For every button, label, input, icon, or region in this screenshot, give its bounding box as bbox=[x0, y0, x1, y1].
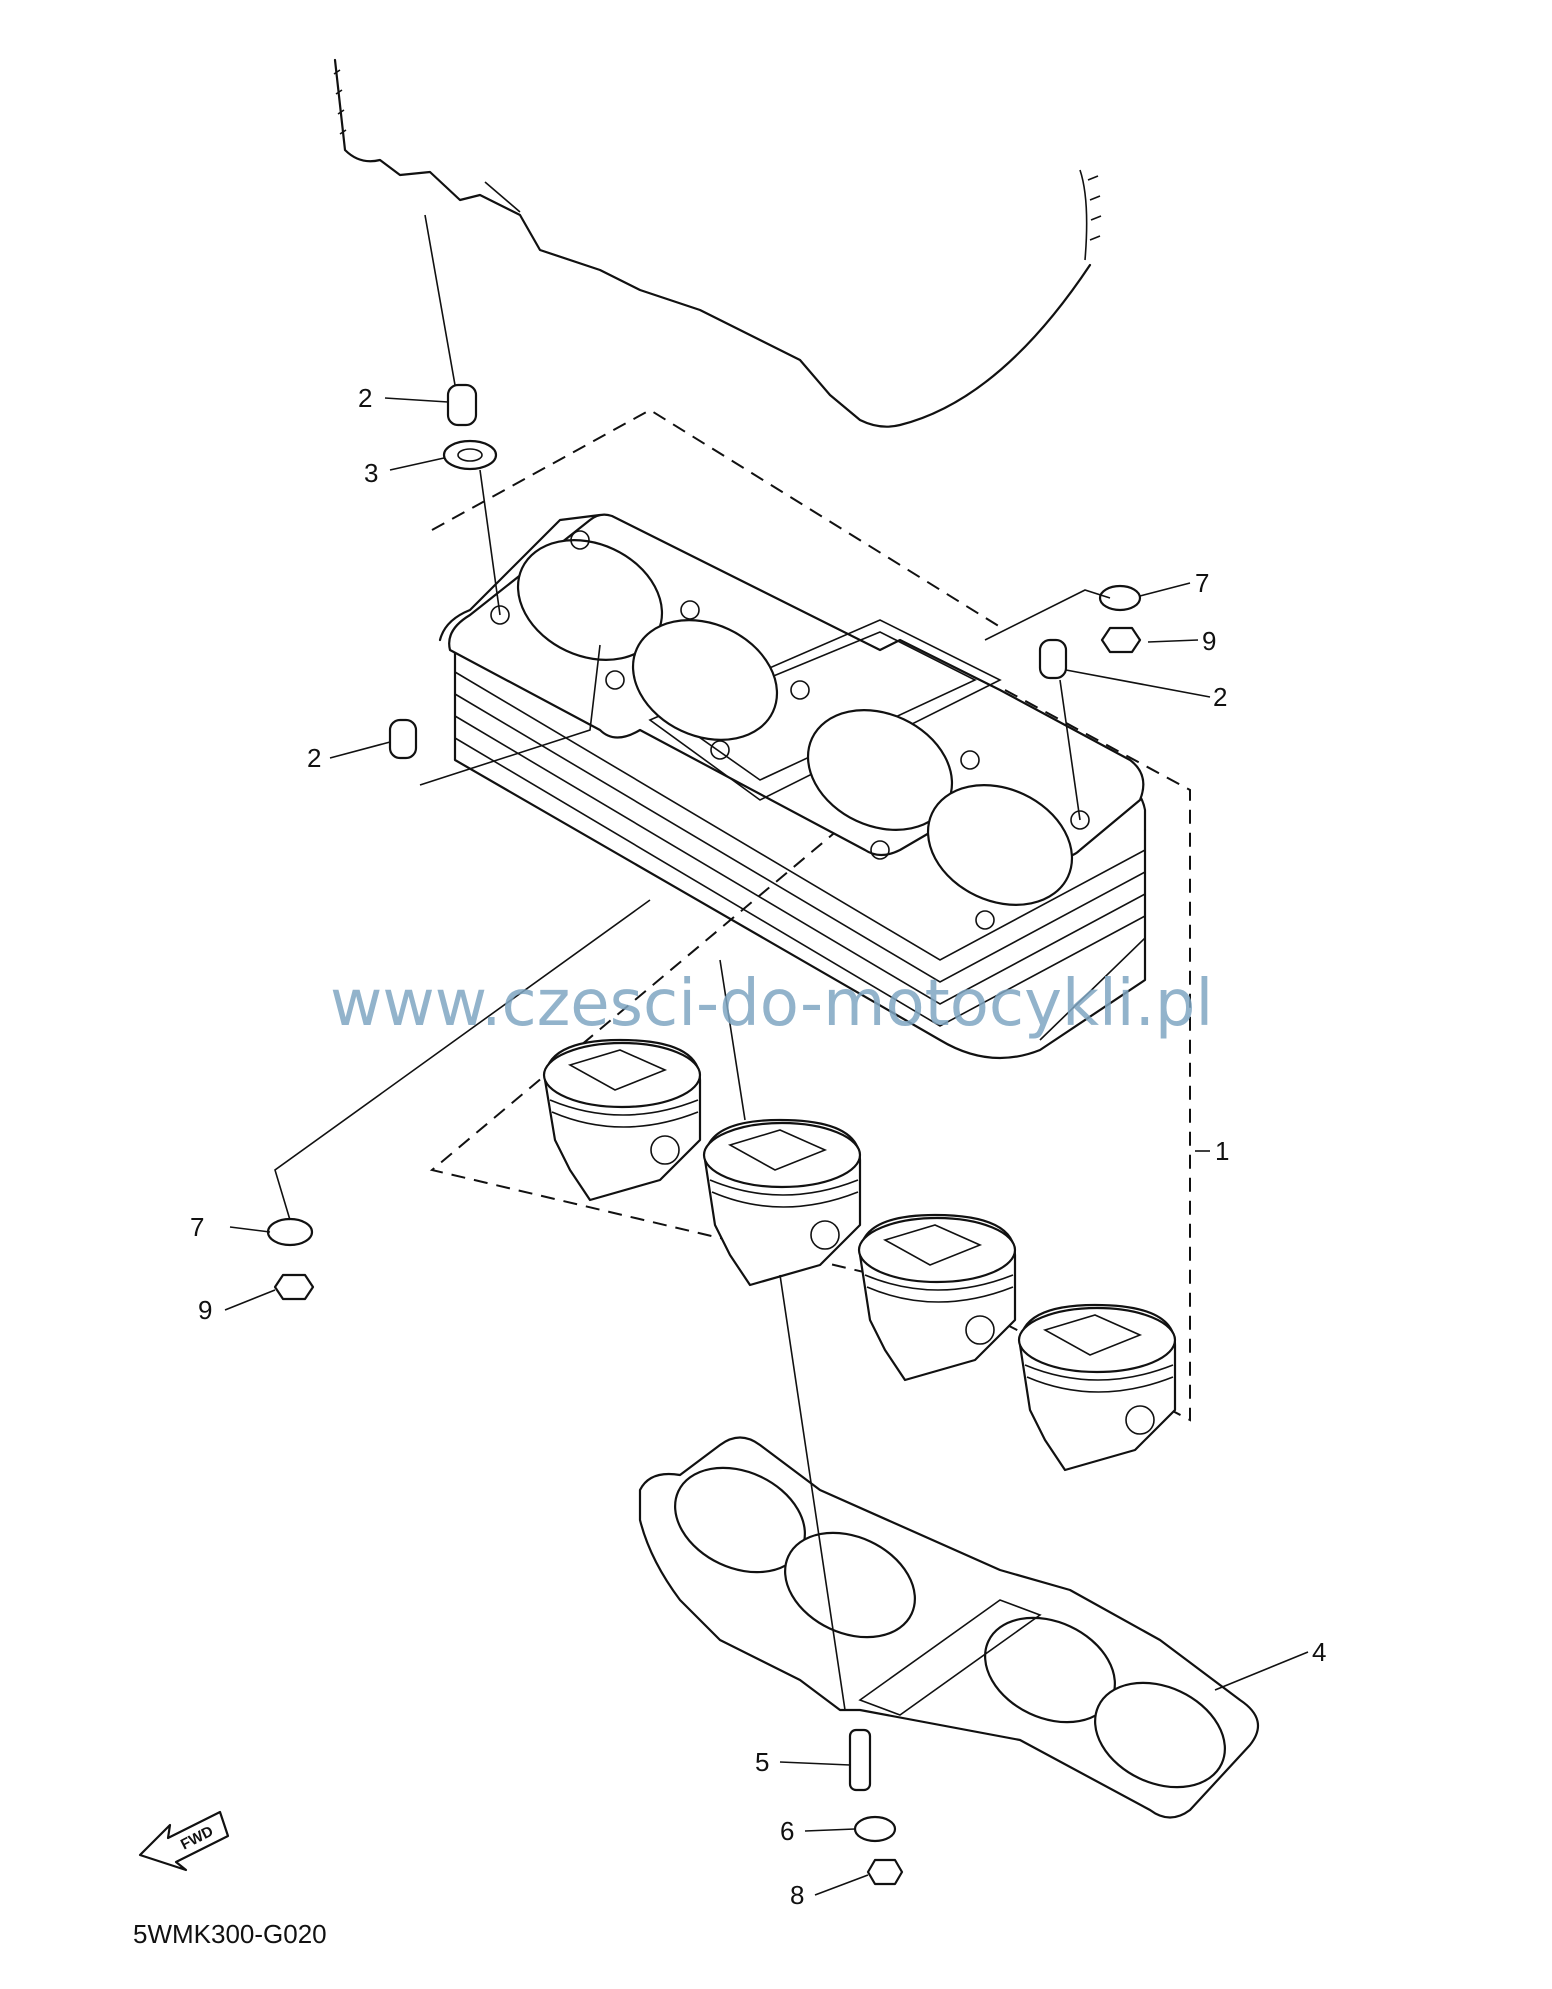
callout-7-right: 7 bbox=[1195, 568, 1209, 598]
callout-9-right: 9 bbox=[1202, 626, 1216, 656]
nut-8 bbox=[866, 1858, 904, 1886]
assembly-boundary-dashed bbox=[429, 408, 1191, 1422]
piston-set bbox=[542, 1038, 1177, 1472]
callout-3: 3 bbox=[364, 458, 378, 488]
cylinder-block bbox=[438, 513, 1147, 1060]
piston-4 bbox=[1017, 1303, 1177, 1472]
dowel-pin-2-right bbox=[1038, 638, 1068, 680]
nut-9-left bbox=[273, 1273, 315, 1301]
o-ring-3 bbox=[442, 439, 498, 471]
washer-7-right bbox=[1098, 584, 1142, 612]
callout-1: 1 bbox=[1215, 1136, 1229, 1166]
stud-bolt-5 bbox=[848, 1728, 872, 1792]
callout-7-left: 7 bbox=[190, 1212, 204, 1242]
callout-6: 6 bbox=[780, 1816, 794, 1846]
nut-9-right bbox=[1100, 626, 1142, 654]
callout-9-left: 9 bbox=[198, 1295, 212, 1325]
piston-3 bbox=[857, 1213, 1017, 1382]
piston-2 bbox=[702, 1118, 862, 1287]
callout-4: 4 bbox=[1312, 1637, 1326, 1667]
washer-6 bbox=[853, 1815, 897, 1843]
watermark-text: www.czesci-do-motocykli.pl bbox=[330, 967, 1213, 1041]
drawing-code: 5WMK300-G020 bbox=[133, 1919, 327, 1949]
dowel-pin-2-left bbox=[388, 718, 418, 760]
callout-8: 8 bbox=[790, 1880, 804, 1910]
dowel-pin-2-top bbox=[446, 383, 478, 427]
callout-2-left: 2 bbox=[307, 743, 321, 773]
alignment-lines bbox=[274, 214, 1111, 1711]
callout-2-top-left: 2 bbox=[358, 383, 372, 413]
cylinder-gasket bbox=[638, 1436, 1260, 1819]
crankcase-outline bbox=[333, 58, 1102, 428]
callout-2-right: 2 bbox=[1213, 682, 1227, 712]
callout-labels: 2 3 7 9 2 2 1 7 9 4 5 6 8 bbox=[190, 383, 1326, 1910]
piston-1 bbox=[542, 1038, 702, 1202]
callout-5: 5 bbox=[755, 1747, 769, 1777]
washer-7-left bbox=[266, 1217, 314, 1247]
leader-lines bbox=[224, 397, 1309, 1896]
stud-holes bbox=[490, 530, 1090, 930]
forward-arrow-icon: FWD bbox=[138, 1810, 230, 1872]
